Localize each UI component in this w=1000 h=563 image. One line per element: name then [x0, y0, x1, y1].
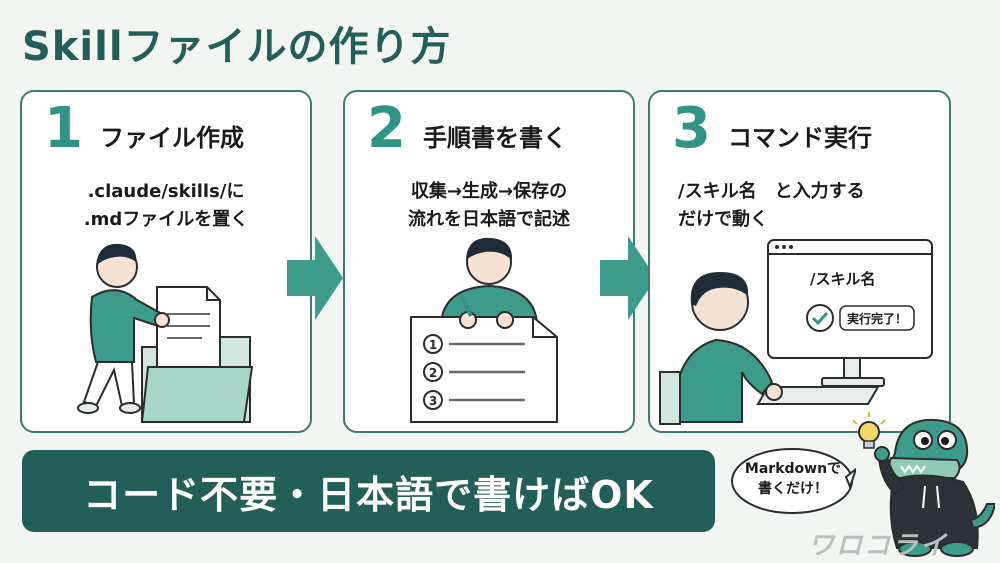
person-placing-file-illustration [77, 243, 254, 423]
step-heading: コマンド実行 [728, 124, 872, 152]
step-description-line: だけで動く [678, 209, 768, 230]
person-at-computer-illustration: /スキル名 実行完了！ [659, 239, 933, 425]
step-description: /スキル名 と入力する だけで動く [678, 178, 949, 234]
speech-bubble-line: Markdownで [744, 461, 842, 477]
step-heading: 手順書を書く [423, 124, 567, 152]
step-description-line: 収集→生成→保存の [410, 181, 568, 202]
step-card-3: 3 コマンド実行 /スキル名 と入力する だけで動く /スキル名 実行完了！ [648, 90, 951, 433]
speech-bubble-text: Markdownで 書くだけ！ [730, 459, 856, 499]
keyboard-icon [756, 386, 880, 405]
brand-logo: ワロコライ [808, 531, 949, 561]
numbered-list: 1 2 3 [423, 334, 525, 410]
page-title: Skillファイルの作り方 [22, 24, 452, 70]
arrow-right-icon [287, 236, 343, 320]
screen-status-text: 実行完了！ [847, 311, 907, 326]
step-number: 3 [672, 96, 711, 161]
step-description-line: .claude/skills/に [87, 181, 245, 202]
step-heading: ファイル作成 [100, 124, 244, 152]
speech-bubble-shape [731, 448, 856, 514]
lightbulb-icon [852, 412, 886, 449]
list-number: 3 [429, 394, 437, 408]
speech-bubble: Markdownで 書くだけ！ [730, 447, 856, 515]
step-description: .claude/skills/に .mdファイルを置く [22, 178, 310, 234]
person-figure [77, 243, 170, 414]
list-number: 2 [429, 366, 437, 380]
crocodile-mascot-illustration [852, 412, 995, 557]
arrow-right-icon [600, 236, 656, 320]
step-description-line: .mdファイルを置く [83, 209, 249, 230]
step-card-2: 2 手順書を書く 収集→生成→保存の 流れを日本語で記述 1 2 3 [343, 90, 635, 433]
step-number: 1 [44, 96, 83, 161]
checkmark-icon [811, 311, 829, 326]
summary-banner: コード不要・日本語で書けばOK [22, 450, 715, 532]
step-number: 2 [367, 96, 406, 161]
speech-bubble-line: 書くだけ！ [758, 481, 828, 497]
person-writing-list-illustration: 1 2 3 [410, 237, 558, 423]
step-card-1: 1 ファイル作成 .claude/skills/に .mdファイルを置く [20, 90, 312, 433]
list-number: 1 [429, 338, 437, 352]
step-description-line: /スキル名 と入力する [678, 181, 865, 202]
step-description: 収集→生成→保存の 流れを日本語で記述 [345, 178, 633, 234]
screen-command-text: /スキル名 [810, 270, 875, 288]
step-description-line: 流れを日本語で記述 [408, 209, 570, 230]
monitor-icon: /スキル名 実行完了！ [767, 239, 933, 387]
document-icon [156, 286, 221, 373]
